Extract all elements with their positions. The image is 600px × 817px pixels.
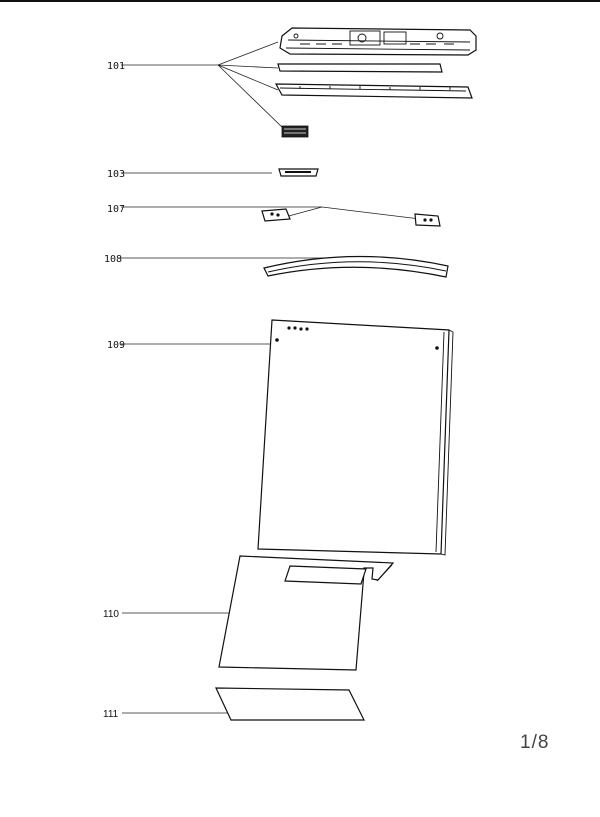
door-insulation-pad [215,687,365,721]
callout-101-leader-b [217,64,279,69]
callout-108-label: 108 [104,254,122,265]
connector-block [281,125,309,138]
door-handle-trim [263,255,449,278]
part-103-group: 103 [107,168,319,180]
part-111-group: 111 [103,687,365,721]
callout-101-leader-c [217,64,279,91]
callout-111-label: 111 [103,709,119,720]
callout-107-leader-b [321,206,421,220]
part-109-group: 109 [107,319,454,556]
callout-107-label: 107 [107,204,125,215]
control-panel-housing [279,27,477,56]
door-liner-window-cutout [284,565,367,585]
panel-frame-bar [274,83,473,99]
callout-110-label: 110 [103,609,119,620]
door-outer-panel [257,319,454,556]
hinge-bracket-left [261,208,291,222]
display-strip [277,63,443,73]
door-inner-liner [218,555,395,671]
hinge-bracket-right [414,213,441,227]
callout-103-label: 103 [107,169,125,180]
callout-101-label: 101 [107,61,125,72]
part-107-group: 107 [107,204,441,227]
callout-109-label: 109 [107,340,125,351]
callout-101-leader-d [217,64,286,131]
part-101-group: 101 [107,27,477,138]
part-108-group: 108 [104,254,449,278]
callout-101-leader-a [217,41,279,66]
page-top-border [0,0,600,2]
part-110-group: 110 [103,555,395,671]
callout-107-leader-a [284,206,323,218]
part-103-badge [278,168,319,177]
page-number: 1/8 [520,732,550,753]
